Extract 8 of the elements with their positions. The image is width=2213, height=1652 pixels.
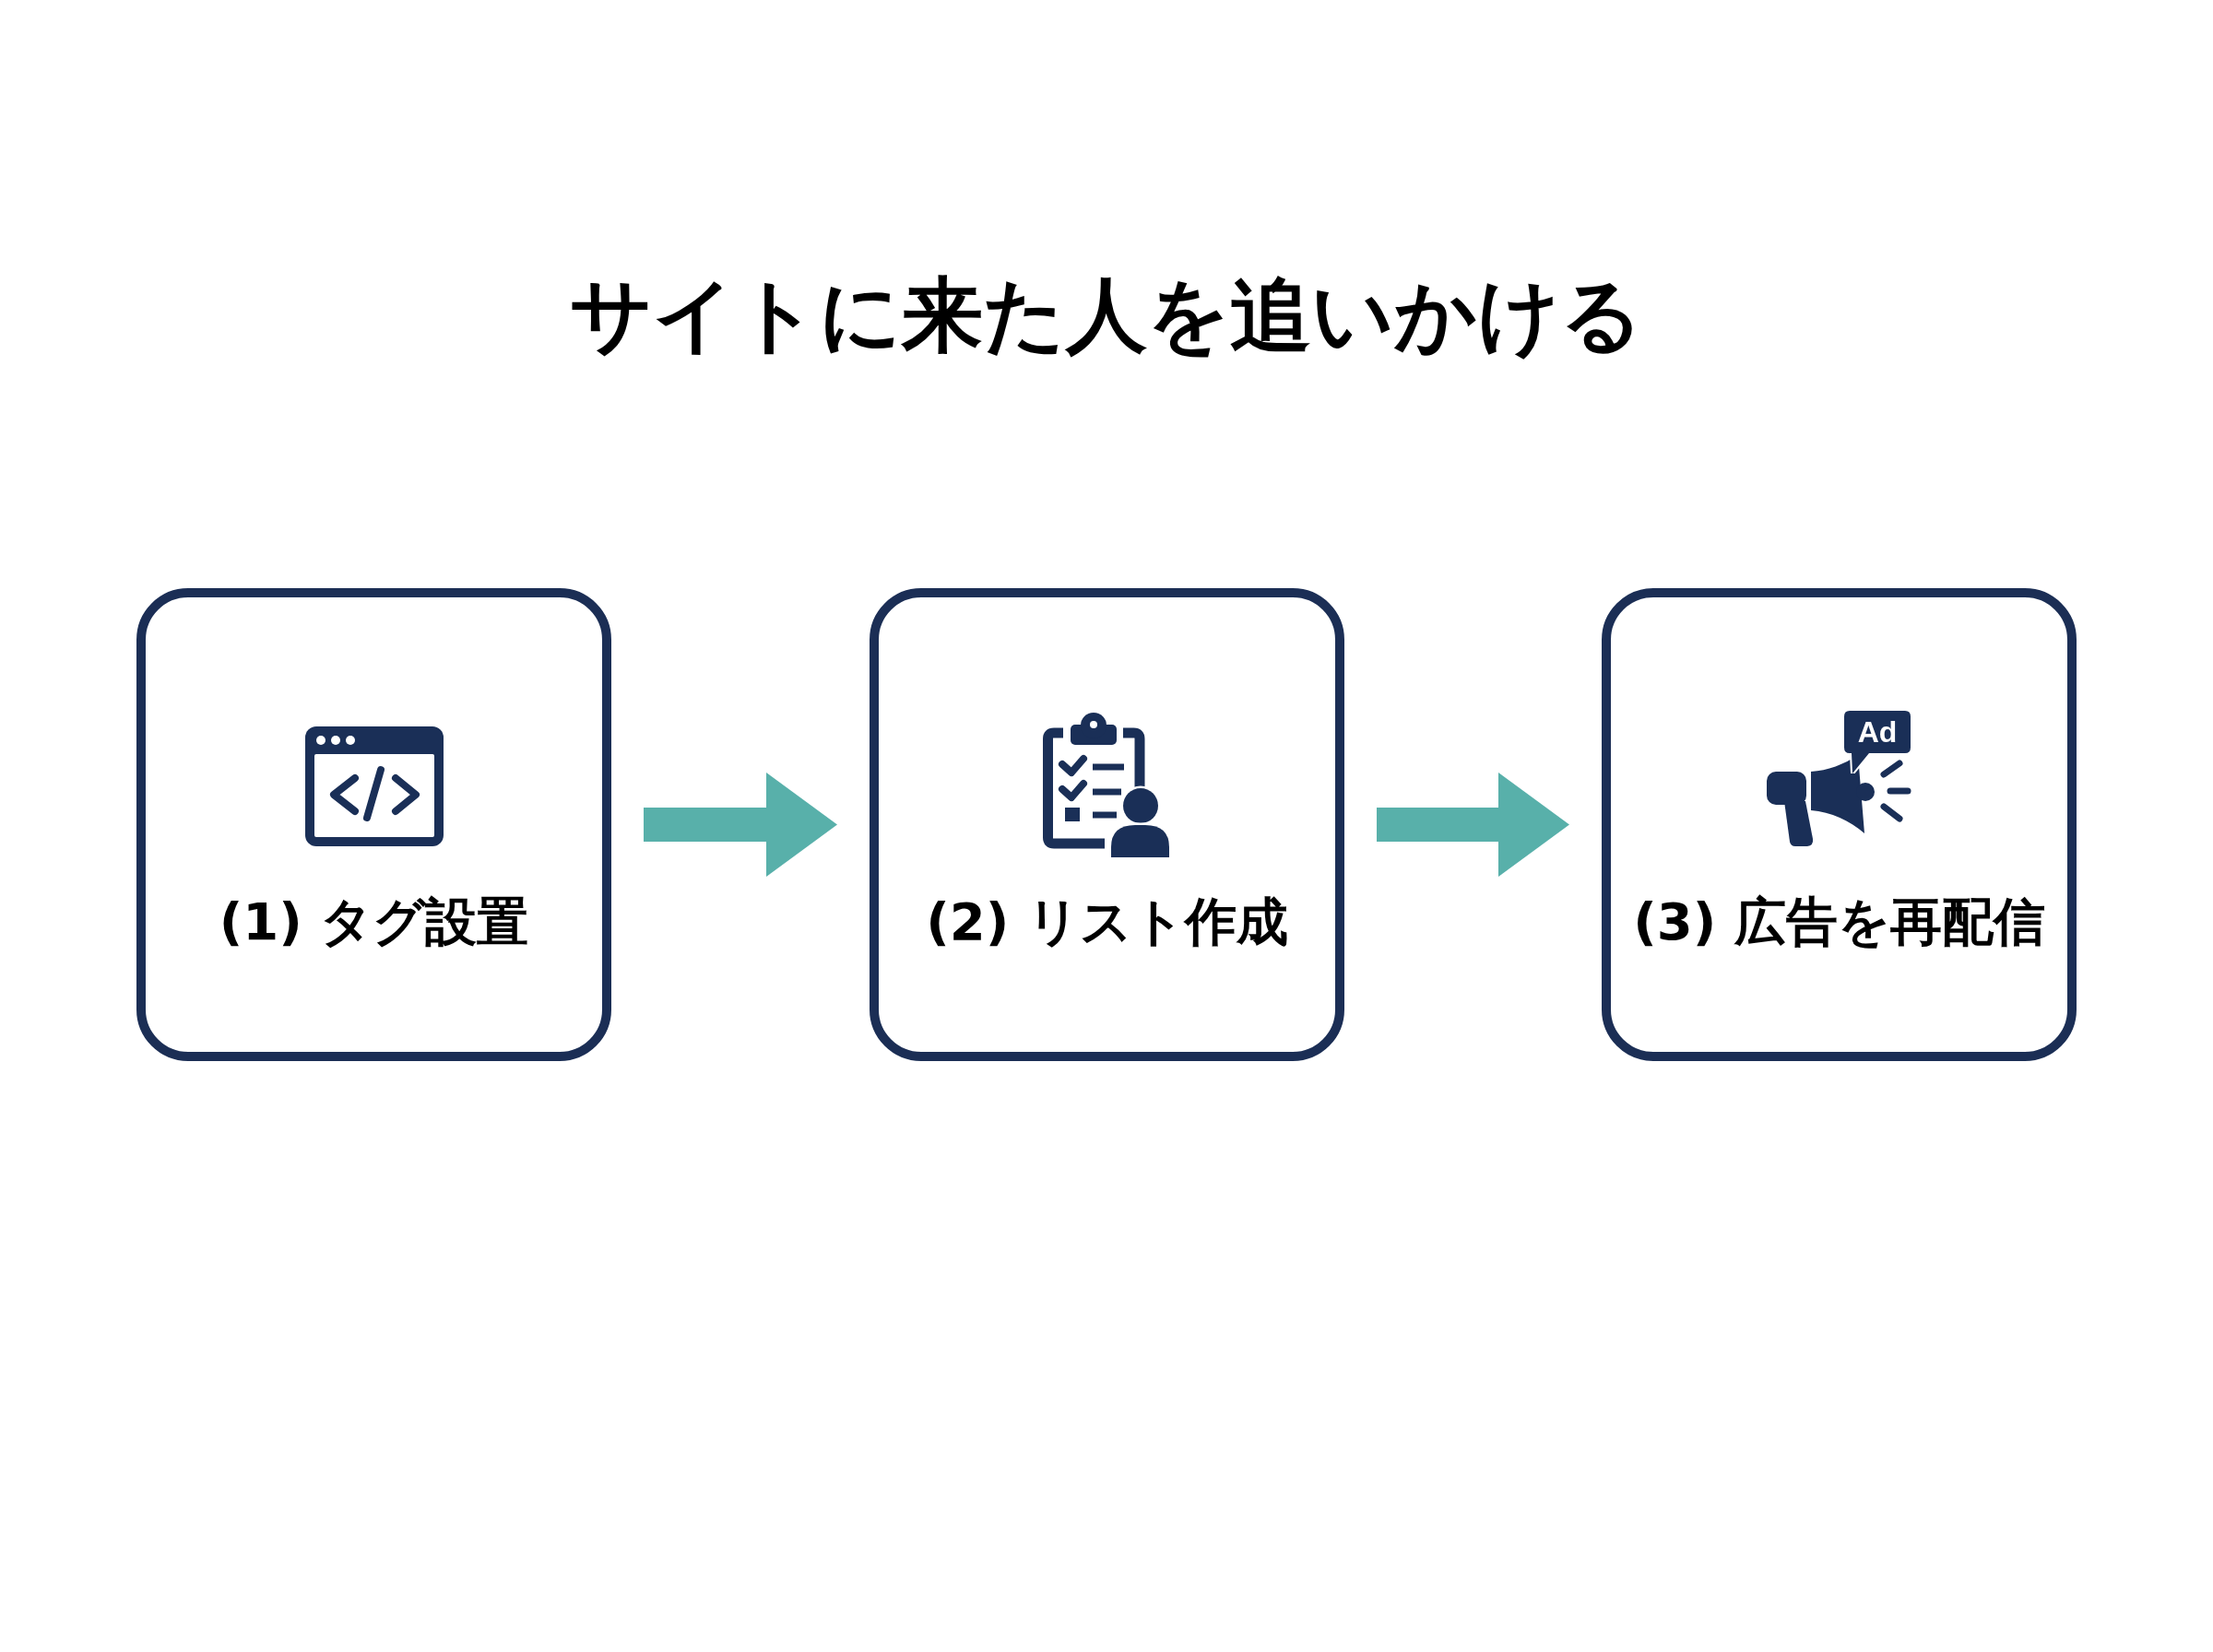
step-label: (2) リスト作成	[926, 891, 1288, 952]
title: サイトに来た人を追いかける	[570, 266, 1643, 364]
step-label: (3) 広告を再配信	[1633, 891, 2045, 952]
step-box	[1602, 588, 2077, 1061]
step-label: (1) タグ設置	[219, 891, 529, 952]
speech-bubble: Ad	[1844, 711, 1911, 773]
step-box	[870, 588, 1344, 1061]
step-box	[136, 588, 611, 1061]
